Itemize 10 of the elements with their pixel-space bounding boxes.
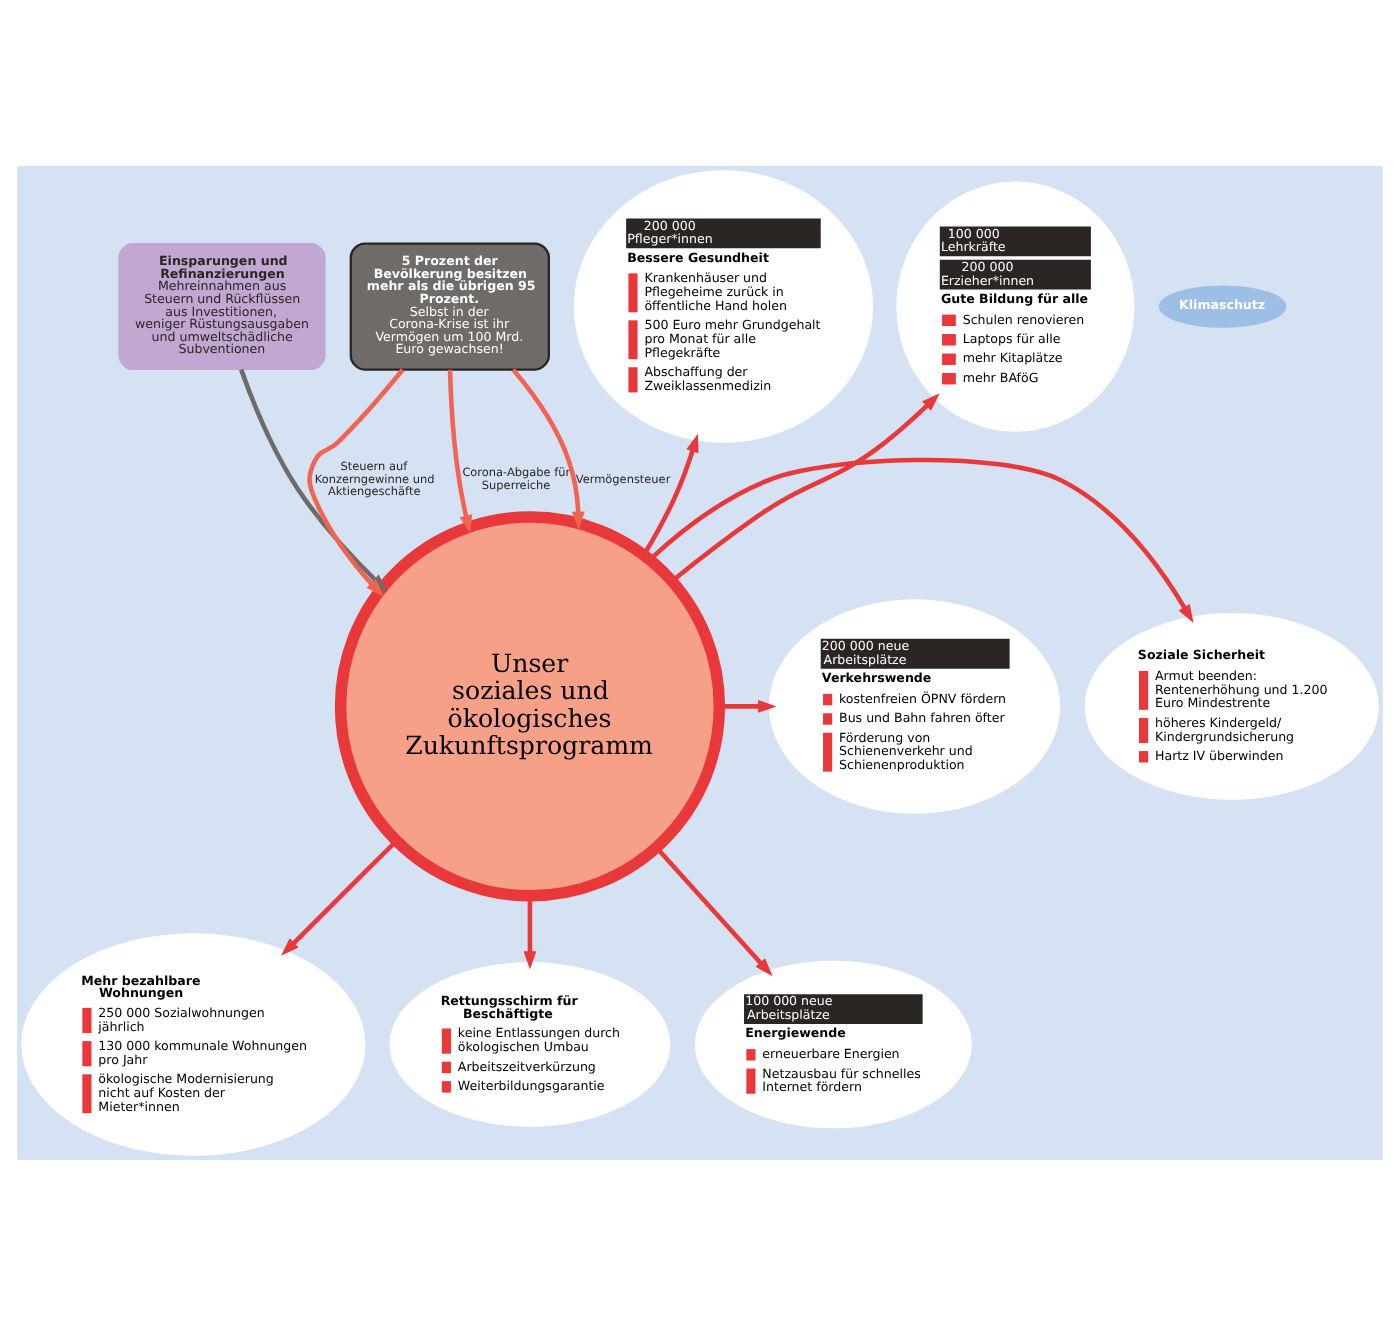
arrow: [648, 456, 1194, 623]
arrow: [670, 392, 940, 582]
arrow: [654, 845, 773, 976]
arrow: [641, 432, 699, 556]
arrow: [511, 367, 585, 529]
arrow: [307, 367, 405, 596]
arrow: [281, 838, 398, 955]
arrow: [523, 895, 537, 969]
arrow: [447, 368, 473, 533]
arrow: [719, 699, 777, 712]
